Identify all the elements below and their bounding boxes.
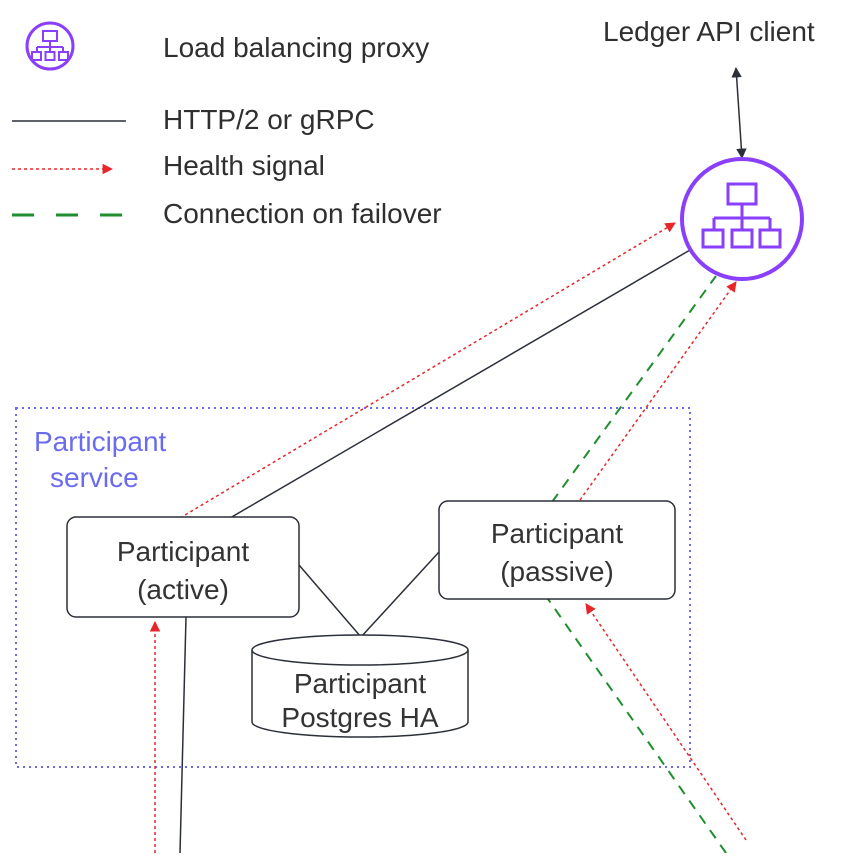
proxy-active-connection bbox=[229, 249, 691, 519]
health-signal-inbound-passive bbox=[585, 603, 747, 841]
load-balancer-proxy-icon bbox=[680, 157, 804, 281]
passive-db-connection bbox=[360, 551, 440, 638]
participant-passive-label-line2: (passive) bbox=[500, 556, 614, 587]
participant-service-label-line2: service bbox=[50, 462, 139, 493]
health-signal-passive-to-proxy bbox=[579, 281, 737, 501]
participant-active-label-line2: (active) bbox=[137, 574, 229, 605]
participant-service-group bbox=[15, 407, 691, 768]
legend-proxy-icon bbox=[25, 21, 75, 71]
active-db-connection bbox=[298, 564, 362, 638]
client-proxy-connection bbox=[731, 66, 747, 160]
ledger-api-client-label: Ledger API client bbox=[603, 16, 815, 47]
legend-failover-label: Connection on failover bbox=[163, 198, 442, 229]
failover-passive-to-proxy bbox=[551, 275, 717, 503]
participant-db-label-line2: Postgres HA bbox=[281, 702, 439, 733]
participant-active-box bbox=[66, 516, 300, 618]
active-inbound-connection bbox=[179, 616, 187, 854]
failover-inbound-passive bbox=[547, 598, 727, 854]
health-signal-active-to-proxy bbox=[179, 222, 676, 519]
legend-health-label: Health signal bbox=[163, 150, 325, 181]
participant-db-label-line1: Participant bbox=[293, 668, 427, 699]
legend-proxy-label: Load balancing proxy bbox=[163, 32, 430, 63]
participant-passive-label-line1: Participant bbox=[490, 518, 624, 549]
participant-db-cylinder bbox=[251, 634, 469, 738]
participant-active-label-line1: Participant bbox=[116, 536, 250, 567]
participant-passive-box bbox=[438, 500, 676, 600]
legend-http-label: HTTP/2 or gRPC bbox=[163, 104, 375, 135]
participant-service-label-line1: Participant bbox=[34, 426, 167, 457]
